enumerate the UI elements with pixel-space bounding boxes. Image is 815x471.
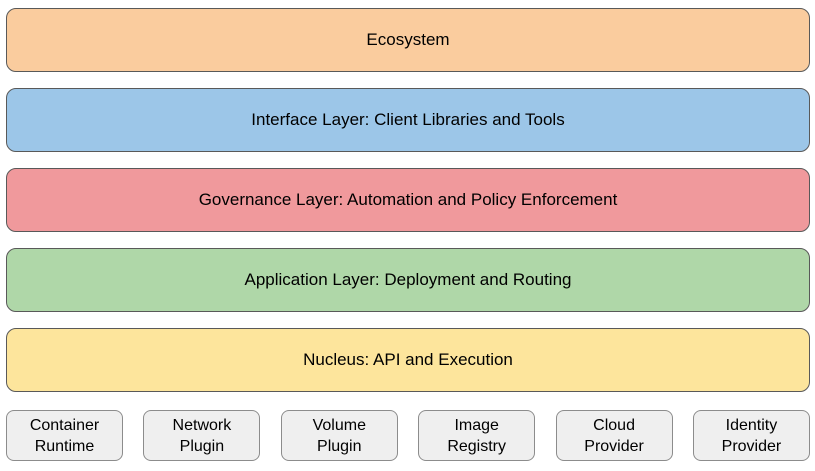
layer-application-label: Application Layer: Deployment and Routin… bbox=[244, 270, 572, 289]
plugin-volume-plugin: Volume Plugin bbox=[280, 410, 398, 461]
plugin-image-registry: Image Registry bbox=[418, 410, 536, 461]
layer-interface: Interface Layer: Client Libraries and To… bbox=[6, 88, 810, 152]
plugin-label-line: Network bbox=[172, 416, 232, 434]
plugin-cloud-provider: Cloud Provider bbox=[555, 410, 673, 461]
plugin-label-line: Provider bbox=[584, 437, 644, 455]
plugin-label-line: Runtime bbox=[34, 437, 95, 455]
plugin-label-line: Plugin bbox=[179, 437, 225, 455]
layer-interface-label: Interface Layer: Client Libraries and To… bbox=[251, 110, 565, 129]
plugin-label-line: Registry bbox=[447, 437, 507, 455]
plugin-identity-provider: Identity Provider bbox=[692, 410, 810, 461]
layer-ecosystem: Ecosystem bbox=[6, 8, 810, 72]
layer-stack: Ecosystem Interface Layer: Client Librar… bbox=[6, 8, 810, 392]
plugin-label-line: Provider bbox=[721, 437, 782, 455]
layer-governance: Governance Layer: Automation and Policy … bbox=[6, 168, 810, 232]
plugin-container-runtime: Container Runtime bbox=[6, 410, 123, 461]
plugin-row: Container Runtime Network Plugin Volume … bbox=[6, 410, 810, 461]
plugin-label-line: Container bbox=[29, 416, 100, 434]
layer-application: Application Layer: Deployment and Routin… bbox=[6, 248, 810, 312]
plugin-label-line: Volume bbox=[312, 416, 366, 434]
layer-nucleus-label: Nucleus: API and Execution bbox=[303, 350, 513, 369]
layer-nucleus: Nucleus: API and Execution bbox=[6, 328, 810, 392]
plugin-label-line: Identity bbox=[725, 416, 778, 434]
plugin-label-line: Plugin bbox=[317, 437, 362, 455]
plugin-network-plugin: Network Plugin bbox=[143, 410, 261, 461]
plugin-label-line: Image bbox=[454, 416, 499, 434]
layer-governance-label: Governance Layer: Automation and Policy … bbox=[198, 190, 618, 209]
layer-ecosystem-label: Ecosystem bbox=[366, 30, 450, 49]
plugin-label-line: Cloud bbox=[593, 416, 635, 434]
